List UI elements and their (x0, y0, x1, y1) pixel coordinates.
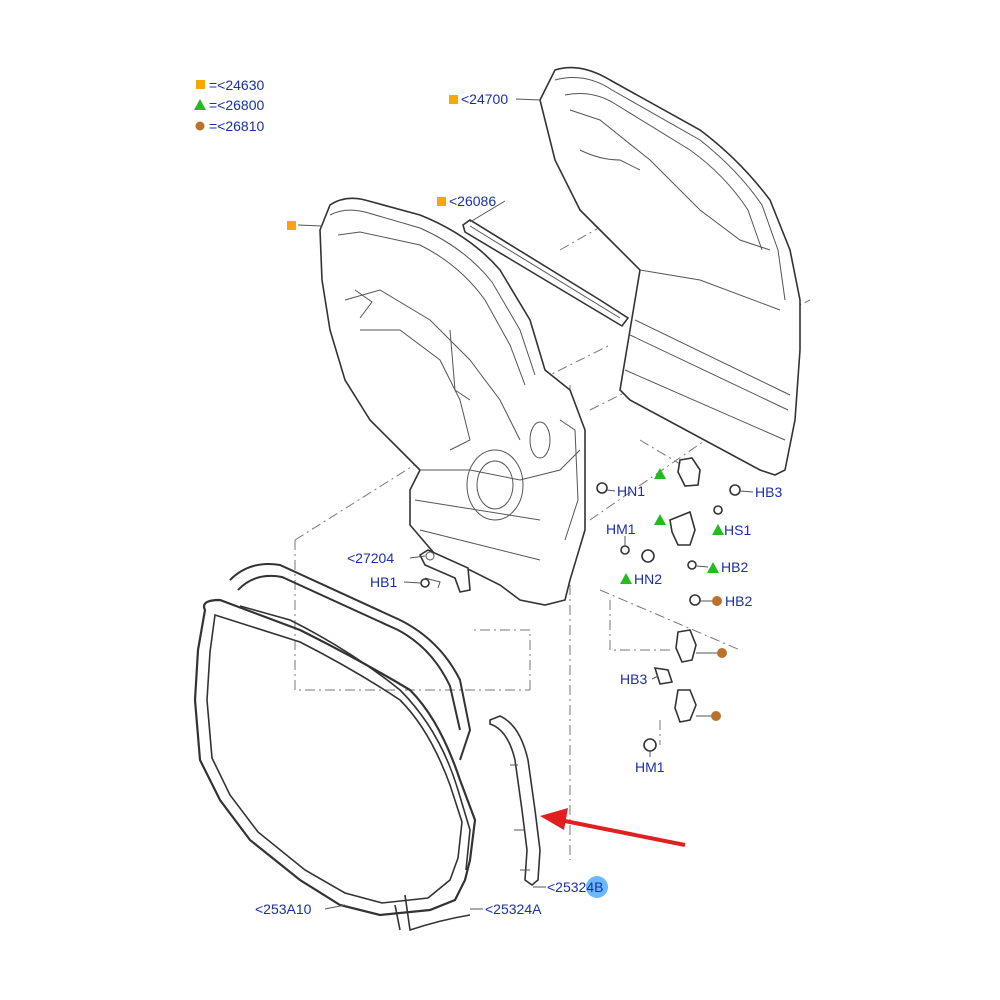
label-weatherstrip-main: <253A10 (255, 901, 312, 917)
triangle-marker (654, 468, 666, 479)
label-check-arm: <27204 (347, 550, 394, 566)
rear-edge-seal (489, 715, 541, 887)
legend-circle-marker (195, 121, 205, 131)
highlight-dot (586, 876, 608, 898)
label-weatherstrip-a: <25324A (485, 901, 542, 917)
label-hs1: HS1 (724, 522, 751, 538)
circle-marker (711, 711, 721, 721)
label-weatherstrip-b: <25324B (547, 879, 603, 895)
label-hb2-b: HB2 (725, 593, 752, 609)
legend-text-3: =<26810 (209, 118, 264, 134)
triangle-marker (654, 514, 666, 525)
legend-text-2: =<26800 (209, 97, 264, 113)
label-hn2: HN2 (634, 571, 662, 587)
legend-text-1: =<24630 (209, 77, 264, 93)
circle-marker (712, 596, 722, 606)
label-hb2-a: HB2 (721, 559, 748, 575)
square-marker (449, 95, 458, 104)
circle-marker (717, 648, 727, 658)
label-outer-panel: <24700 (461, 91, 508, 107)
label-hm1-bottom: HM1 (635, 759, 665, 775)
red-callout-arrow (540, 808, 686, 847)
label-hb3-bottom: HB3 (620, 671, 647, 687)
belt-molding-strip (462, 219, 630, 328)
markers (287, 95, 727, 721)
leader-lines (297, 98, 754, 910)
label-hn1: HN1 (617, 483, 645, 499)
inner-door-frame (319, 197, 586, 606)
legend-triangle-marker (194, 99, 206, 110)
triangle-marker (707, 562, 719, 573)
part-labels: <24700 <26086 <27204 HB1 HN1 HB3 HM1 HS1… (255, 91, 782, 917)
triangle-marker (620, 573, 632, 584)
triangle-marker (712, 524, 724, 535)
label-hm1-top: HM1 (606, 521, 636, 537)
outer-door-panel (539, 66, 801, 476)
hinge-hardware (420, 457, 741, 752)
legend: =<24630 =<26800 =<26810 (194, 77, 264, 134)
square-marker (437, 197, 446, 206)
square-marker (287, 221, 296, 230)
label-belt-molding: <26086 (449, 193, 496, 209)
door-weatherstrip-seals (193, 563, 477, 932)
door-check-arm (418, 549, 471, 593)
legend-square-marker (196, 80, 205, 89)
label-hb1: HB1 (370, 574, 397, 590)
label-hb3-top: HB3 (755, 484, 782, 500)
